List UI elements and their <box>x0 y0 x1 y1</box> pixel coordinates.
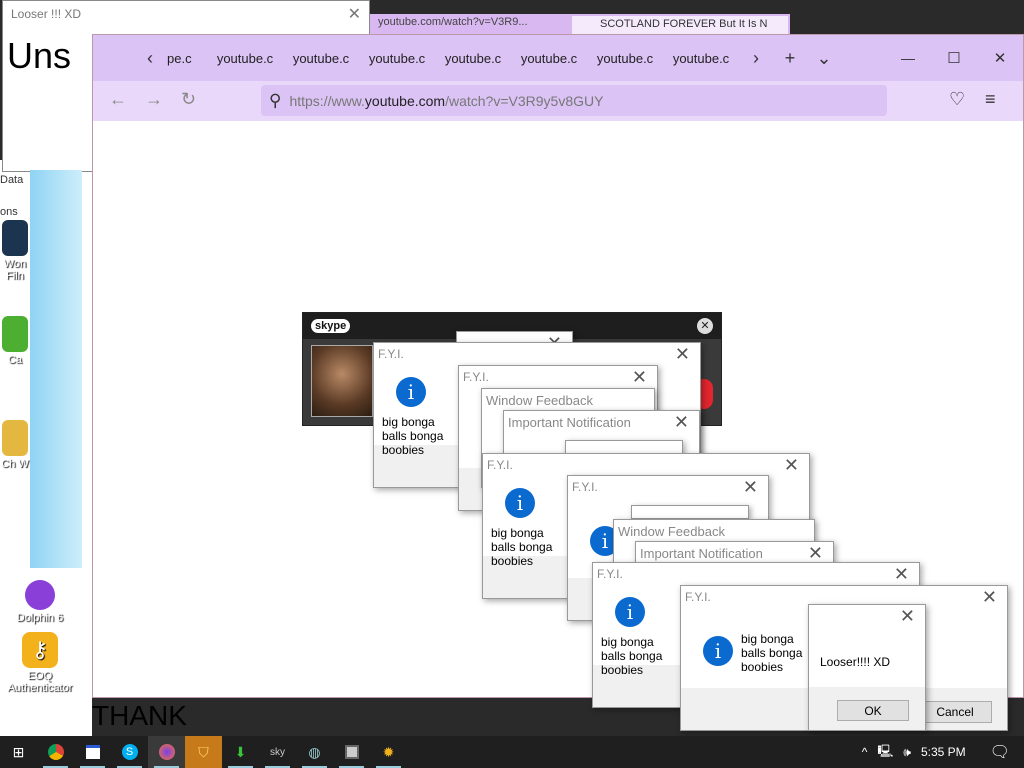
chrome-icon[interactable] <box>37 736 74 768</box>
desktop-icon-label: Ch W <box>1 458 29 470</box>
desktop-icon-dolphin[interactable]: Dolphin 6 <box>0 580 80 624</box>
dialog-title: F.Y.I. <box>487 458 513 472</box>
desktop-icon-ch[interactable]: Ch W <box>0 420 30 470</box>
tab[interactable]: youtube.c <box>216 50 274 66</box>
firefox-icon[interactable] <box>148 736 185 768</box>
forward-icon[interactable]: → <box>145 89 163 109</box>
list-all-tabs-button[interactable]: ⌄ <box>816 47 832 68</box>
maximize-button[interactable]: ☐ <box>947 50 961 67</box>
close-icon[interactable]: ✕ <box>347 6 361 23</box>
background-game-window <box>30 170 82 568</box>
desktop-icon-eoq-authenticator[interactable]: ⚷EOQ Authenticator <box>0 632 80 694</box>
taskbar: ⊞ S ⛉ ⬇ sky ◍ ✹ ^ 🖳 🕪 5:35 PM 🗨 <box>0 736 1024 768</box>
dialog-title: F.Y.I. <box>463 370 489 384</box>
close-icon[interactable]: ✕ <box>674 344 690 364</box>
cancel-button[interactable]: Cancel <box>918 701 992 723</box>
dialog-title: Important Notification <box>508 415 631 430</box>
blank-dialog <box>631 505 749 519</box>
desktop-icon-won[interactable]: Won Filn <box>0 220 30 282</box>
sky-icon[interactable]: sky <box>259 736 296 768</box>
dialog-title: Window Feedback <box>618 524 725 539</box>
key-icon: ⚷ <box>22 632 58 668</box>
shield-icon[interactable]: ⛉ <box>185 736 222 768</box>
url-bar[interactable]: ⚲ https://www.youtube.com/watch?v=V3R9y5… <box>261 85 887 116</box>
tab[interactable]: youtube.c <box>520 50 578 66</box>
desktop-icon-ca[interactable]: Ca <box>0 316 30 366</box>
back-icon[interactable]: ← <box>109 89 127 109</box>
close-button[interactable]: ✕ <box>993 50 1007 67</box>
notification-icon[interactable]: 🗨 <box>989 744 1010 761</box>
pocket-icon[interactable]: ♡ <box>949 89 966 109</box>
app-icon[interactable]: ◍ <box>296 736 333 768</box>
tab[interactable]: youtube.c <box>672 50 730 66</box>
dialog-title: F.Y.I. <box>378 347 404 361</box>
dialog-message: big bonga balls bonga boobies <box>601 635 663 677</box>
desktop-label: Data <box>0 174 24 186</box>
url-path: /watch?v=V3R9y5v8GUY <box>445 92 604 109</box>
desktop-icon-label: Dolphin 6 <box>16 612 64 624</box>
dialog-message: Looser!!!! XD <box>820 655 891 669</box>
close-icon[interactable]: ✕ <box>893 564 909 584</box>
close-icon[interactable]: ✕ <box>807 543 823 563</box>
volume-icon[interactable]: 🕪 <box>903 744 911 759</box>
dialog-title: Window Feedback <box>486 393 593 408</box>
info-icon: i <box>396 377 426 407</box>
info-icon: i <box>615 597 645 627</box>
desktop-icon-label: Won Filn <box>3 258 27 282</box>
info-icon: i <box>703 636 733 666</box>
chevron-up-icon[interactable]: ^ <box>861 745 868 759</box>
windows-start-icon[interactable]: ⊞ <box>12 743 25 760</box>
close-icon[interactable]: ✕ <box>783 455 799 475</box>
tab[interactable]: pe.c <box>167 50 192 66</box>
tab[interactable]: youtube.c <box>368 50 426 66</box>
dialog-message: big bonga balls bonga boobies <box>491 526 553 568</box>
dialog-message: big bonga balls bonga boobies <box>382 415 444 457</box>
terminal-icon[interactable] <box>333 736 370 768</box>
close-icon[interactable]: ✕ <box>673 412 689 432</box>
minimize-button[interactable]: — <box>901 50 915 66</box>
info-icon: i <box>505 488 535 518</box>
dialog-title: F.Y.I. <box>685 590 711 604</box>
background-text: THANK <box>92 700 187 731</box>
close-icon[interactable]: ✕ <box>631 367 647 387</box>
close-icon[interactable]: ✕ <box>697 318 713 334</box>
ok-button[interactable]: OK <box>837 700 909 721</box>
dialog-message: big bonga balls bonga boobies <box>741 632 803 674</box>
desktop-icon-label: Ca <box>7 354 23 366</box>
close-icon[interactable]: ✕ <box>899 606 915 626</box>
close-icon[interactable]: ✕ <box>742 477 758 497</box>
skype-icon[interactable]: S <box>111 736 148 768</box>
url-domain: youtube.com <box>364 92 446 109</box>
skype-logo: skype <box>311 319 351 333</box>
window-icon[interactable] <box>74 736 111 768</box>
system-tray: ^ 🖳 🕪 5:35 PM 🗨 <box>862 736 1024 768</box>
search-icon: ⚲ <box>269 90 282 110</box>
clock[interactable]: 5:35 PM <box>920 745 966 759</box>
window-title: Looser !!! XD <box>11 7 82 21</box>
tab[interactable]: youtube.c <box>292 50 350 66</box>
desktop-label: ons <box>0 206 18 218</box>
url-prefix: https://www. <box>289 92 365 109</box>
desktop-icon-label: EOQ Authenticator <box>7 670 73 694</box>
network-icon[interactable]: 🖳 <box>877 743 894 758</box>
tab-bar: ‹ pe.c youtube.c youtube.c youtube.c you… <box>93 35 1023 81</box>
new-tab-button[interactable]: + <box>784 47 796 68</box>
close-icon[interactable]: ✕ <box>981 587 997 607</box>
scroll-tabs-left-button[interactable]: ‹ <box>147 47 153 68</box>
tab[interactable]: youtube.c <box>596 50 654 66</box>
scroll-tabs-right-button[interactable]: › <box>753 47 759 68</box>
menu-icon[interactable]: ≡ <box>985 89 996 109</box>
authenticator-icon[interactable]: ✹ <box>370 736 407 768</box>
nav-toolbar: ← → ↻ ⚲ https://www.youtube.com/watch?v=… <box>93 81 1023 121</box>
background-tab[interactable]: youtube.com/watch?v=V3R9... <box>378 16 528 28</box>
reload-icon[interactable]: ↻ <box>181 89 197 109</box>
dialog-title: Important Notification <box>640 546 763 561</box>
tab[interactable]: youtube.c <box>444 50 502 66</box>
large-text: Uns <box>7 35 72 76</box>
dialog-title: F.Y.I. <box>572 480 598 494</box>
avatar <box>311 345 373 417</box>
looser-dialog: ✕ Looser!!!! XD OK <box>808 604 926 731</box>
dialog-title: F.Y.I. <box>597 567 623 581</box>
download-icon[interactable]: ⬇ <box>222 736 259 768</box>
